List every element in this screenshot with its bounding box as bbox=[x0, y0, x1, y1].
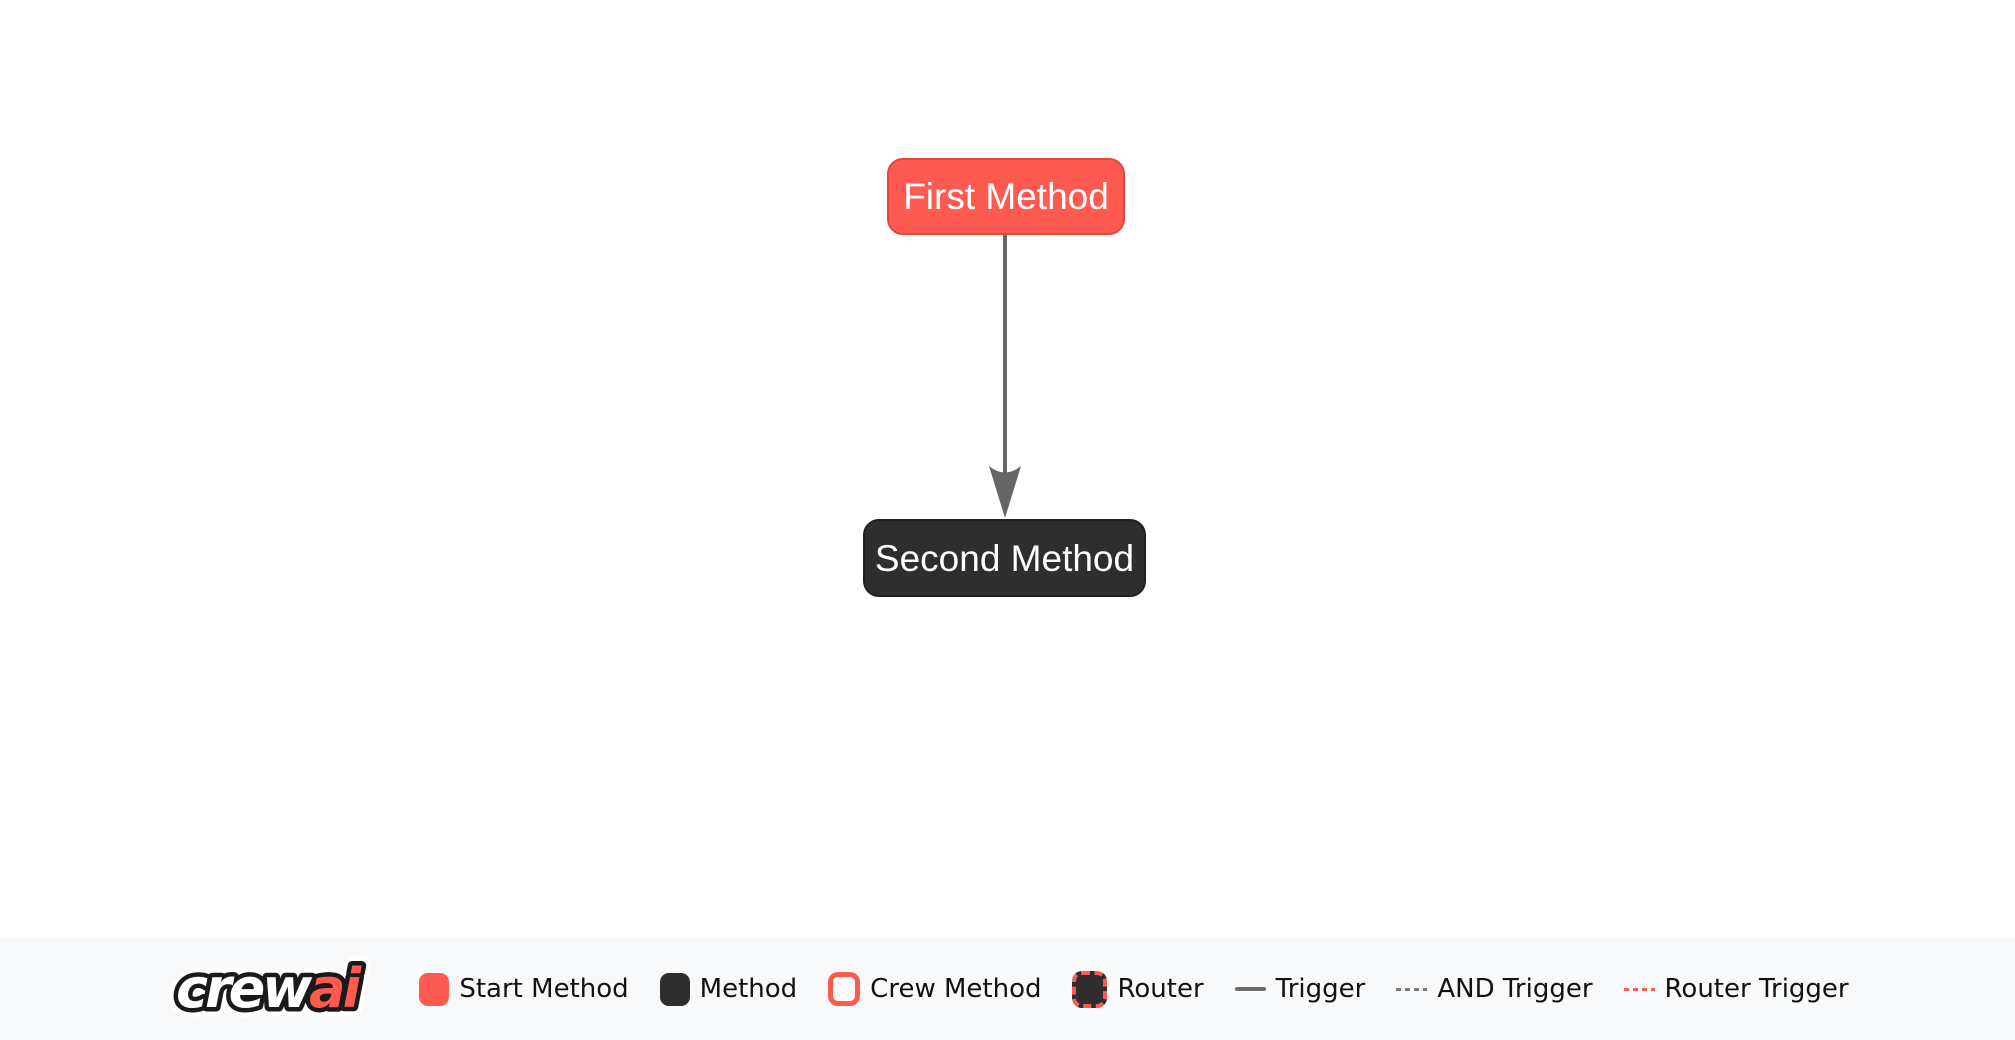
legend-item-crew-method: Crew Method bbox=[828, 972, 1041, 1006]
legend-item-start-method: Start Method bbox=[419, 972, 629, 1006]
legend-item-method: Method bbox=[659, 972, 798, 1006]
legend-label: Router Trigger bbox=[1664, 974, 1849, 1004]
trigger-edge-arrowhead-icon bbox=[989, 466, 1021, 518]
node-second-method[interactable]: Second Method bbox=[863, 519, 1146, 597]
and-trigger-line-icon bbox=[1396, 987, 1428, 991]
legend-label: Method bbox=[699, 974, 798, 1004]
start-method-swatch-icon bbox=[419, 972, 450, 1006]
legend-label: AND Trigger bbox=[1437, 974, 1593, 1004]
legend-label: Router bbox=[1117, 974, 1204, 1004]
crewai-logo: crewai crewai crewai bbox=[167, 953, 375, 1025]
legend-item-router: Router bbox=[1072, 970, 1204, 1008]
router-trigger-line-icon bbox=[1623, 987, 1655, 991]
legend-bar: crewai crewai crewai Start Method Method… bbox=[0, 938, 2015, 1040]
svg-text:crewai: crewai bbox=[176, 957, 363, 1020]
legend-label: Trigger bbox=[1275, 974, 1366, 1004]
node-first-method[interactable]: First Method bbox=[887, 158, 1125, 235]
method-swatch-icon bbox=[659, 972, 690, 1006]
router-swatch-icon bbox=[1072, 970, 1108, 1008]
node-second-method-label: Second Method bbox=[874, 537, 1135, 579]
legend-item-and-trigger: AND Trigger bbox=[1396, 974, 1593, 1004]
legend-label: Start Method bbox=[459, 974, 629, 1004]
legend-item-trigger: Trigger bbox=[1234, 974, 1366, 1004]
trigger-line-icon bbox=[1234, 987, 1266, 991]
legend-item-router-trigger: Router Trigger bbox=[1623, 974, 1849, 1004]
legend-label: Crew Method bbox=[870, 974, 1042, 1004]
flow-canvas[interactable]: First Method Second Method bbox=[0, 0, 2015, 938]
node-first-method-label: First Method bbox=[903, 176, 1109, 217]
edge-layer bbox=[989, 234, 1021, 518]
crew-method-swatch-icon bbox=[828, 972, 861, 1006]
